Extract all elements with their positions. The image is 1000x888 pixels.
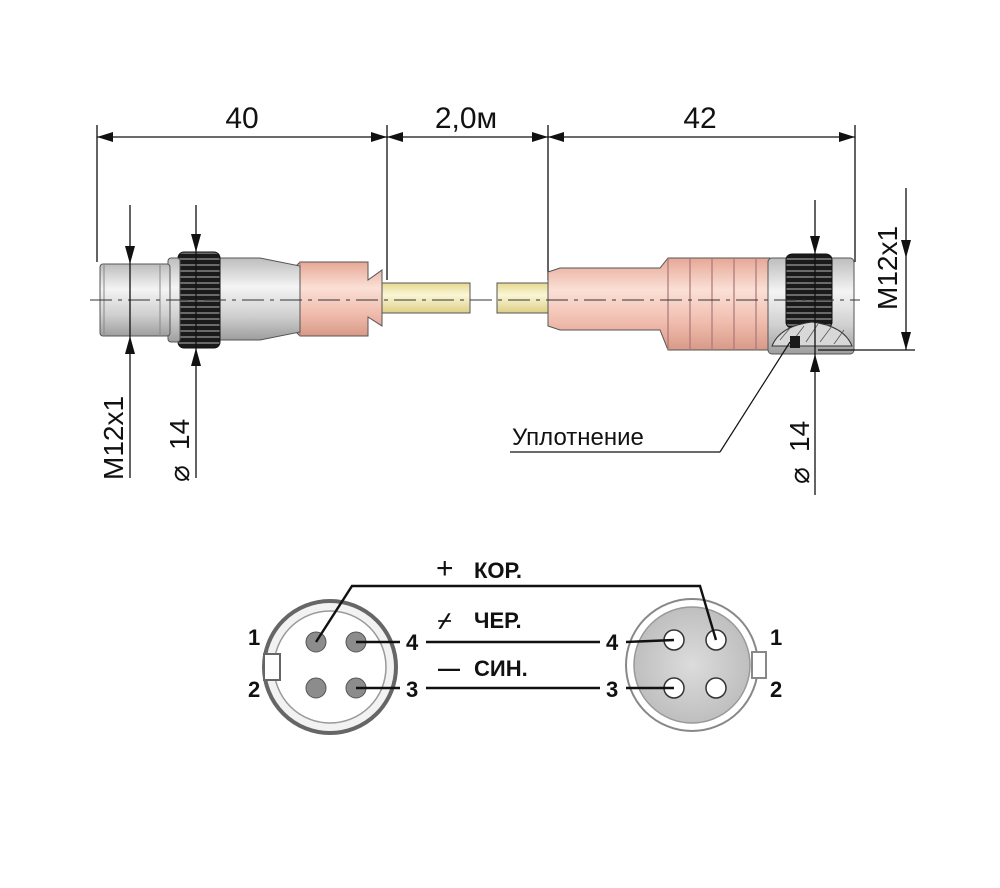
left-connector xyxy=(99,251,471,349)
left-vertical-arrows xyxy=(125,234,201,366)
dim-right-length: 42 xyxy=(683,102,716,135)
right-pin-label-3: 3 xyxy=(606,677,618,702)
wire-blue-label: СИН. xyxy=(474,656,528,681)
right-pin-label-1: 1 xyxy=(770,625,782,650)
cable-left-segment xyxy=(381,282,471,314)
dim-left-diameter-symbol: ⌀ xyxy=(164,465,195,482)
dim-right-diameter-symbol: ⌀ xyxy=(784,467,815,484)
right-knurl-nut xyxy=(785,253,833,329)
wire-blue-symbol: — xyxy=(438,656,460,681)
wire-black xyxy=(356,638,675,644)
dim-cable-length: 2,0м xyxy=(435,102,497,135)
left-pin-label-4: 4 xyxy=(406,630,419,655)
left-pin-label-1: 1 xyxy=(248,625,260,650)
dim-left-length: 40 xyxy=(225,102,258,135)
dim-right-thread: M12x1 xyxy=(872,226,903,310)
left-pin-2 xyxy=(305,677,327,699)
right-boot xyxy=(547,257,771,351)
left-pin-label-3: 3 xyxy=(406,677,418,702)
right-vertical-arrows xyxy=(810,236,911,372)
right-pin-2 xyxy=(705,677,727,699)
right-pin-label-2: 2 xyxy=(770,677,782,702)
left-pin-label-2: 2 xyxy=(248,677,260,702)
right-connector-face xyxy=(625,598,767,732)
right-pin-label-4: 4 xyxy=(606,630,619,655)
wire-black-label: ЧЕР. xyxy=(474,608,522,633)
dimension-arrows xyxy=(97,132,855,142)
dim-left-diameter: 14 xyxy=(164,419,195,450)
seal-label: Уплотнение xyxy=(512,424,644,451)
wire-black-symbol: ⌿ xyxy=(438,608,452,633)
wire-brown-label: КОР. xyxy=(474,558,522,583)
right-connector xyxy=(496,253,855,355)
left-body xyxy=(217,257,301,341)
seal-leader xyxy=(510,341,791,453)
wires xyxy=(314,584,718,690)
dim-right-diameter: 14 xyxy=(784,421,815,452)
wire-brown-symbol: + xyxy=(436,552,454,585)
wire-brown xyxy=(314,584,718,643)
left-connector-face xyxy=(262,599,398,735)
dim-left-thread: M12x1 xyxy=(98,396,129,480)
cable-right-segment xyxy=(496,282,558,314)
dimension-lines xyxy=(96,125,856,280)
